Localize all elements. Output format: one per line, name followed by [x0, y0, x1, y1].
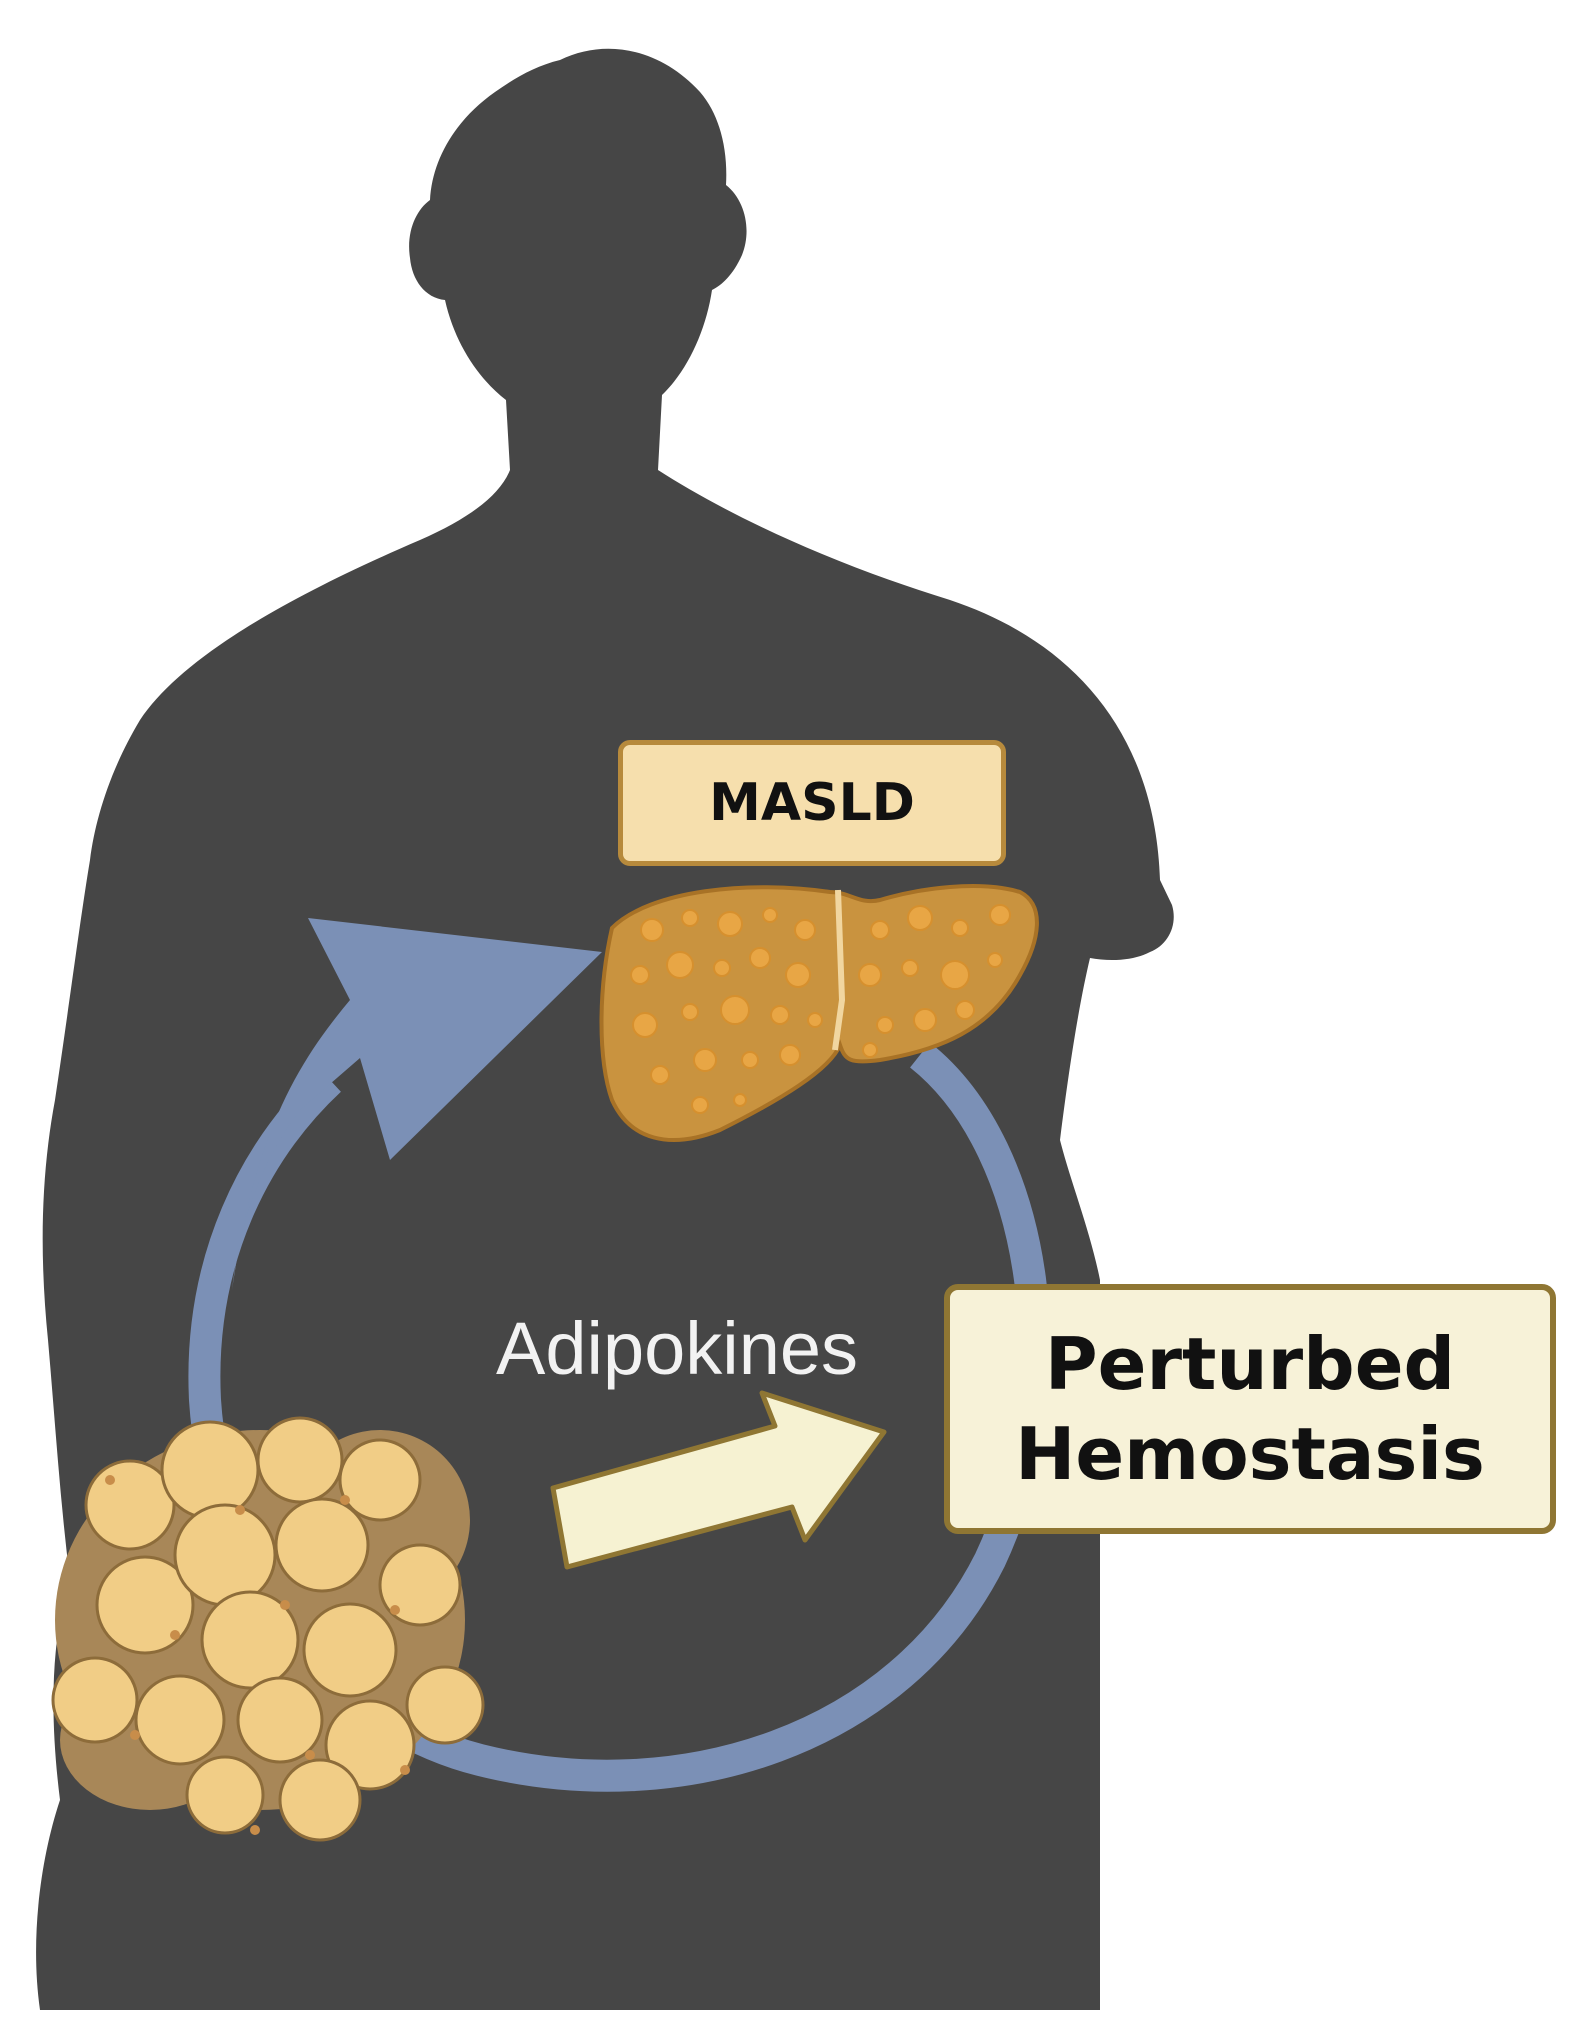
liver-spots	[630, 904, 1011, 1114]
hemostasis-label: Hemostasis	[1015, 1412, 1485, 1496]
fat-cells	[51, 1416, 485, 1842]
fat-cell-nuclei	[105, 1475, 410, 1835]
perturbed-label: Perturbed	[1044, 1322, 1456, 1406]
liver-icon	[599, 884, 1039, 1142]
masld-label-box: MASLD	[618, 740, 1006, 866]
adipokines-label: Adipokines	[495, 1306, 858, 1390]
block-arrow-icon	[550, 1390, 887, 1570]
adipose-tissue-icon	[51, 1416, 485, 1842]
perturbed-hemostasis-box: Perturbed Hemostasis	[944, 1284, 1556, 1534]
masld-label: MASLD	[709, 773, 915, 833]
